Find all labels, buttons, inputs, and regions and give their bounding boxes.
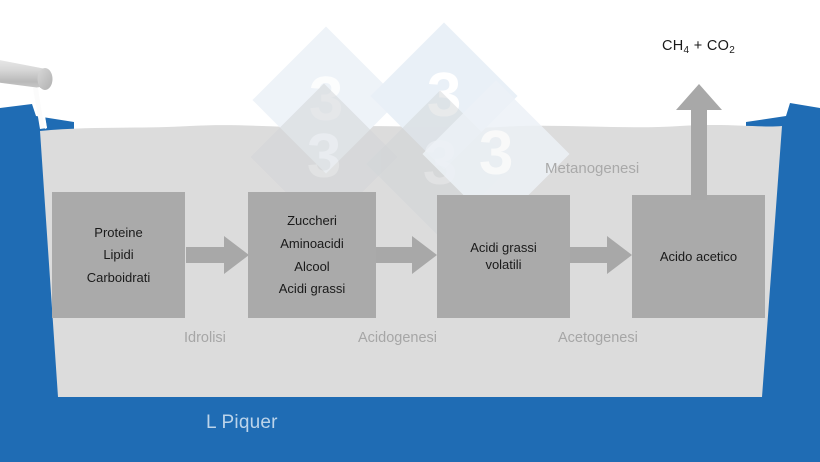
box-line: Lipidi	[103, 247, 134, 263]
gas-formula-co-sub: 2	[729, 45, 736, 56]
stage-label-idrolisi: Idrolisi	[184, 330, 226, 346]
stage-label-acetogenesi: Acetogenesi	[558, 330, 638, 346]
process-box-monomers: Zuccheri Aminoacidi Alcool Acidi grassi	[248, 192, 376, 318]
arrow-methanogenesis	[676, 84, 722, 200]
arrow-hydrolysis	[186, 236, 249, 274]
box-line: Acidi grassi	[278, 281, 346, 297]
box-line: Acido acetico	[659, 248, 738, 264]
gas-formula-mid: + CO	[689, 38, 730, 54]
stage-label-metanogenesi: Metanogenesi	[545, 160, 640, 177]
process-box-acetic-acid: Acido acetico	[632, 195, 765, 318]
gas-output-label: CH4 + CO2	[662, 38, 736, 56]
gas-formula-ch: CH	[662, 38, 684, 54]
process-box-substrates: Proteine Lipidi Carboidrati	[52, 192, 185, 318]
image-credit: L Piquer	[206, 412, 278, 433]
arrow-acidogenesis	[376, 236, 437, 274]
box-line: Alcool	[294, 258, 330, 274]
box-line: Zuccheri	[287, 213, 337, 229]
box-line: Proteine	[94, 224, 143, 240]
process-box-volatile-fatty-acids: Acidi grassi volatili	[437, 195, 570, 318]
inlet-pipe	[0, 52, 90, 147]
gas-formula-ch-sub: 4	[683, 45, 690, 56]
box-line: Acidi grassi	[470, 240, 537, 256]
box-line: Aminoacidi	[280, 235, 344, 251]
arrow-acetogenesis	[570, 236, 632, 274]
box-line: volatili	[485, 257, 522, 272]
stage-label-acidogenesi: Acidogenesi	[358, 330, 437, 346]
box-line: Carboidrati	[86, 269, 151, 285]
